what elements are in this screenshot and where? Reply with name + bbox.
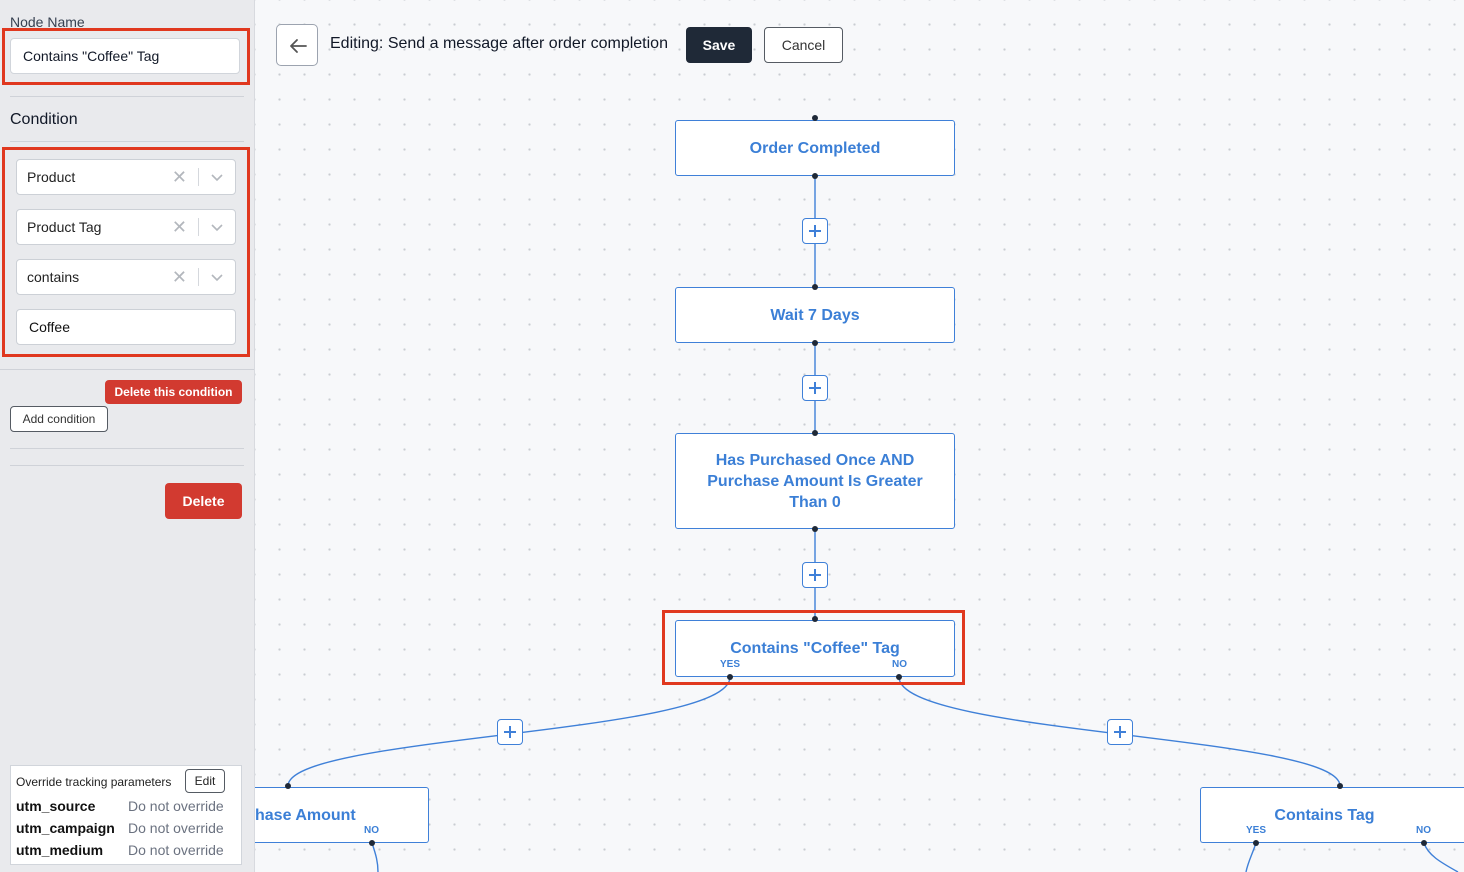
yes-label: YES [1246, 825, 1267, 836]
connection-handle[interactable] [727, 674, 733, 680]
node-label: hase Amount [255, 806, 356, 824]
editing-title: Editing: Send a message after order comp… [330, 35, 668, 52]
node-label: Order Completed [749, 139, 881, 157]
connection-handle[interactable] [812, 616, 818, 622]
node-purchase-amount[interactable]: hase Amount NO [255, 787, 429, 843]
connection-handle[interactable] [812, 115, 818, 121]
divider [10, 96, 244, 97]
select-value: contains [27, 269, 80, 285]
add-condition-button[interactable]: Add condition [10, 406, 108, 432]
node-wait[interactable]: Wait 7 Days [675, 287, 955, 343]
connection-handle[interactable] [369, 840, 375, 846]
condition-field-select[interactable]: Product ✕ [16, 159, 236, 195]
chevron-down-icon[interactable] [210, 271, 224, 283]
cancel-button[interactable]: Cancel [764, 27, 843, 63]
no-label: NO [892, 659, 907, 670]
tracking-row: utm_medium Do not override [16, 842, 224, 858]
node-label: Contains Tag [1274, 806, 1375, 824]
divider [10, 448, 244, 449]
clear-icon[interactable]: ✕ [171, 217, 187, 237]
tracking-value: Do not override [128, 798, 224, 814]
select-separator [198, 218, 199, 236]
clear-icon[interactable]: ✕ [171, 267, 187, 287]
add-step-button[interactable] [802, 562, 828, 588]
connection-handle[interactable] [1421, 840, 1427, 846]
yes-label: YES [720, 659, 741, 670]
node-has-purchased[interactable]: Has Purchased Once AND Purchase Amount I… [675, 433, 955, 529]
divider [10, 465, 244, 466]
divider [0, 369, 254, 370]
node-label: Wait 7 Days [770, 306, 860, 324]
tracking-row: utm_campaign Do not override [16, 820, 224, 836]
delete-node-button[interactable]: Delete [165, 483, 242, 519]
node-order-completed[interactable]: Order Completed [675, 120, 955, 176]
clear-icon[interactable]: ✕ [171, 167, 187, 187]
connection-handle[interactable] [812, 284, 818, 290]
divider [10, 141, 244, 142]
add-step-button[interactable] [1107, 719, 1133, 745]
condition-value-input[interactable]: Coffee [16, 309, 236, 345]
node-name-label: Node Name [10, 14, 85, 30]
condition-property-select[interactable]: Product Tag ✕ [16, 209, 236, 245]
chevron-down-icon[interactable] [210, 171, 224, 183]
tracking-key: utm_medium [16, 842, 104, 858]
select-value: Product Tag [27, 219, 102, 235]
delete-condition-button[interactable]: Delete this condition [105, 380, 242, 404]
connection-handle[interactable] [285, 783, 291, 789]
tracking-key: utm_campaign [16, 820, 115, 836]
chevron-down-icon[interactable] [210, 221, 224, 233]
connection-handle[interactable] [812, 340, 818, 346]
back-button[interactable] [276, 24, 318, 66]
tracking-row: utm_source Do not override [16, 798, 224, 814]
node-contains-tag[interactable]: Contains Tag YES NO [1200, 787, 1464, 843]
add-step-button[interactable] [802, 218, 828, 244]
tracking-key: utm_source [16, 798, 96, 814]
tracking-value: Do not override [128, 842, 224, 858]
sidebar: Node Name Contains "Coffee" Tag Conditio… [0, 0, 255, 872]
select-value: Product [27, 169, 76, 185]
save-button[interactable]: Save [686, 27, 752, 63]
connection-handle[interactable] [1337, 783, 1343, 789]
tracking-panel: Override tracking parameters Edit utm_so… [10, 765, 242, 865]
select-separator [198, 168, 199, 186]
tracking-title: Override tracking parameters [16, 775, 172, 789]
condition-operator-select[interactable]: contains ✕ [16, 259, 236, 295]
connection-handle[interactable] [812, 526, 818, 532]
connection-handle[interactable] [812, 173, 818, 179]
node-label: Contains "Coffee" Tag [730, 640, 900, 657]
tracking-edit-button[interactable]: Edit [185, 769, 225, 793]
node-contains-coffee[interactable]: Contains "Coffee" Tag YES NO [675, 620, 955, 677]
no-label: NO [364, 825, 379, 836]
connection-handle[interactable] [896, 674, 902, 680]
add-step-button[interactable] [497, 719, 523, 745]
connection-handle[interactable] [1253, 840, 1259, 846]
condition-title: Condition [10, 111, 78, 128]
add-step-button[interactable] [802, 375, 828, 401]
tracking-value: Do not override [128, 820, 224, 836]
select-separator [198, 268, 199, 286]
connection-handle[interactable] [812, 430, 818, 436]
no-label: NO [1416, 825, 1431, 836]
node-name-input[interactable]: Contains "Coffee" Tag [10, 38, 240, 74]
node-label: Has Purchased Once AND Purchase Amount I… [707, 451, 923, 511]
arrow-left-icon [290, 39, 307, 53]
